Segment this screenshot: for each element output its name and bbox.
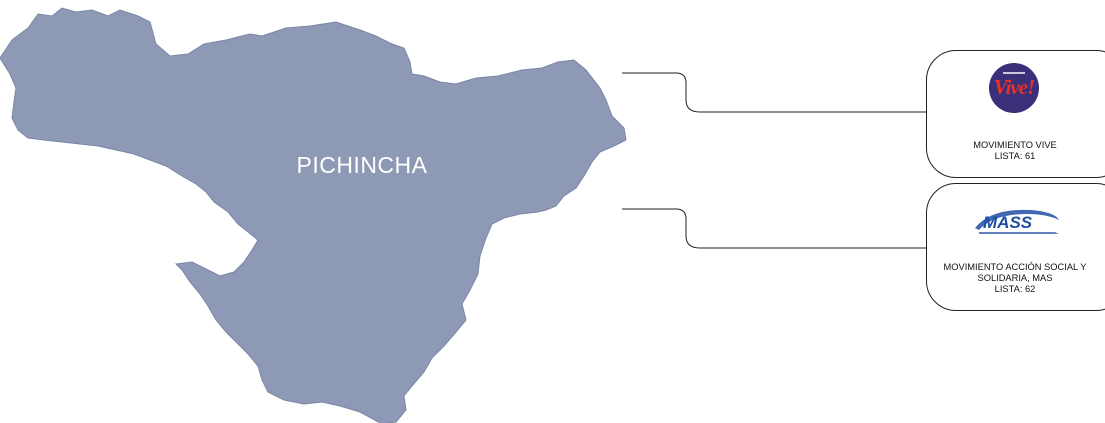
- party-card-mass[interactable]: MASS MOVIMIENTO ACCIÓN SOCIAL Y SOLIDARI…: [926, 183, 1105, 311]
- pichincha-region-shape: [0, 7, 627, 423]
- vive-logo: Vive!: [989, 63, 1039, 113]
- party-name-line2: SOLIDARIA, MAS: [977, 273, 1053, 283]
- region-label: PICHINCHA: [296, 152, 428, 178]
- mass-logo-underline: [979, 232, 1059, 234]
- mass-logo: MASS: [975, 209, 1059, 234]
- mass-logo-swoosh: [975, 209, 1059, 230]
- party-name-line1: MOVIMIENTO ACCIÓN SOCIAL Y: [943, 262, 1087, 272]
- party-name: MOVIMIENTO VIVE: [973, 140, 1057, 150]
- party-list: LISTA: 61: [994, 151, 1036, 161]
- mass-logo-text: MASS: [983, 213, 1033, 232]
- party-card-text: MOVIMIENTO ACCIÓN SOCIAL Y SOLIDARIA, MA…: [927, 262, 1103, 295]
- vive-logo-text: Vive!: [993, 75, 1036, 99]
- connector-line-mass: [622, 208, 926, 249]
- party-card-text: MOVIMIENTO VIVE LISTA: 61: [927, 140, 1103, 162]
- party-list: LISTA: 62: [994, 284, 1036, 294]
- party-card-vive[interactable]: Vive! MOVIMIENTO VIVE LISTA: 61: [926, 50, 1105, 178]
- vive-logo-tagline: [1003, 72, 1025, 74]
- connector-line-vive: [622, 72, 926, 113]
